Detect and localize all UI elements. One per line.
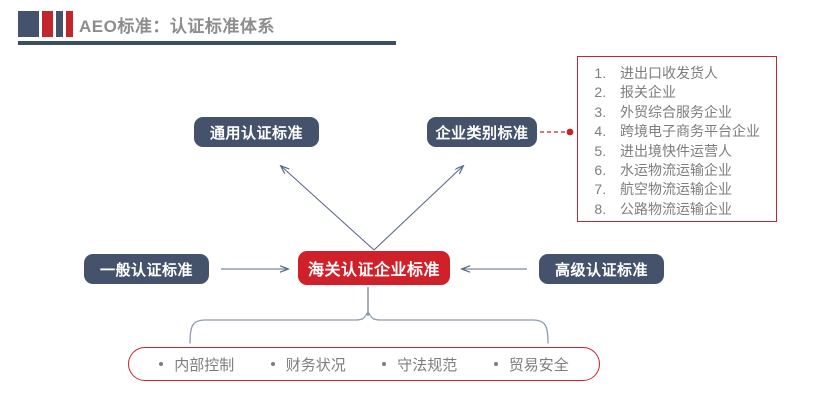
criteria-label: 守法规范 (397, 356, 458, 374)
criteria-brace (189, 310, 549, 344)
bullet-icon (159, 362, 164, 366)
node-enterprise-category-standard[interactable]: 企业类别标准 (427, 117, 537, 147)
node-customs-certified-enterprise-standard[interactable]: 海关认证企业标准 (298, 251, 450, 285)
decor-bar-4 (66, 11, 73, 37)
list-item: 跨境电子商务平台企业 (610, 122, 770, 141)
list-item: 公路物流运输企业 (610, 200, 770, 219)
criteria-item-internal-control: 内部控制 (159, 354, 234, 375)
list-item: 航空物流运输企业 (610, 180, 770, 199)
criteria-item-financial-status: 财务状况 (270, 354, 346, 375)
decor-bar-1 (18, 11, 39, 37)
bullet-icon (270, 362, 275, 366)
criteria-label: 贸易安全 (508, 356, 569, 374)
criteria-label: 财务状况 (285, 356, 346, 374)
arrow-core-to-general (281, 166, 375, 251)
bullet-icon (382, 362, 387, 366)
list-item: 进出境快件运营人 (610, 142, 770, 161)
node-general-certification-standard[interactable]: 通用认证标准 (194, 117, 319, 147)
list-item: 进出口收发货人 (610, 64, 770, 83)
node-advanced-certification-standard[interactable]: 高级认证标准 (539, 254, 664, 284)
criteria-label: 内部控制 (174, 356, 235, 374)
arrow-core-to-category (373, 166, 463, 251)
list-item: 外贸综合服务企业 (610, 103, 770, 122)
list-item: 水运物流运输企业 (610, 161, 770, 180)
criteria-item-trade-security: 贸易安全 (493, 354, 569, 375)
header-divider (18, 41, 396, 45)
list-item: 报关企业 (610, 83, 770, 102)
node-general-level-certification[interactable]: 一般认证标准 (84, 254, 209, 284)
enterprise-category-list-panel: 进出口收发货人 报关企业 外贸综合服务企业 跨境电子商务平台企业 进出境快件运营… (577, 56, 777, 222)
page-title: AEO标准：认证标准体系 (79, 17, 275, 36)
decor-bar-2 (42, 11, 53, 37)
bullet-icon (493, 362, 498, 366)
dashed-link-endpoint-dot (566, 128, 574, 136)
decor-bar-3 (56, 11, 63, 37)
enterprise-category-list: 进出口收发货人 报关企业 外贸综合服务企业 跨境电子商务平台企业 进出境快件运营… (588, 64, 770, 219)
criteria-strip: 内部控制 财务状况 守法规范 贸易安全 (128, 347, 600, 381)
criteria-item-legal-compliance: 守法规范 (382, 354, 457, 375)
header-decor-bars (18, 11, 73, 37)
